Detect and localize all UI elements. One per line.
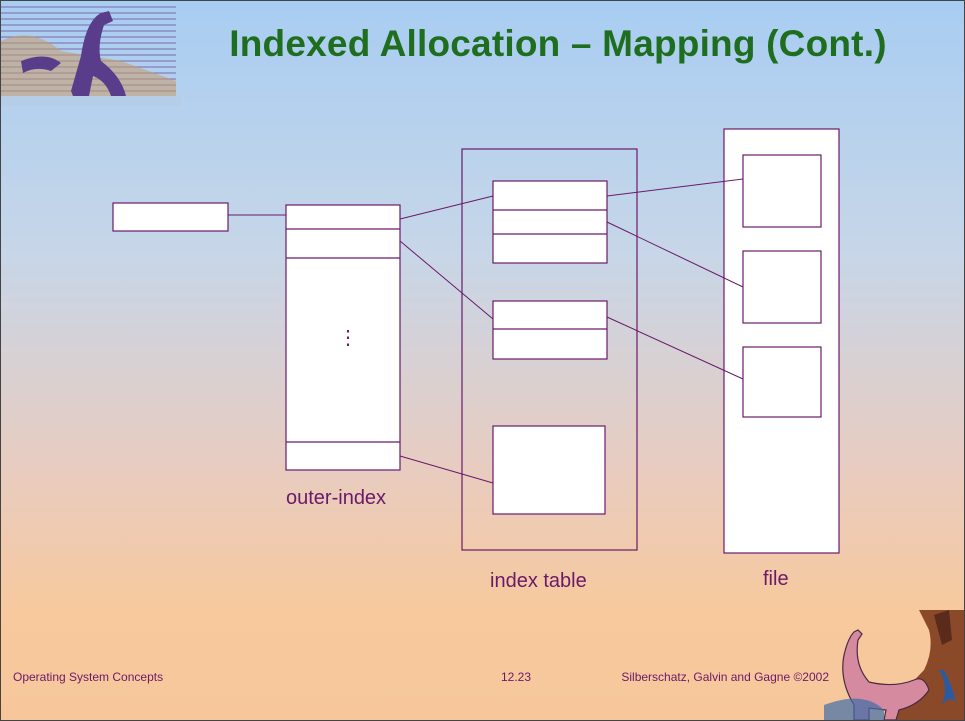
connector	[399, 455, 494, 484]
index-block-2	[492, 300, 608, 360]
dinosaur-logo-icon	[1, 6, 181, 106]
index-pointer-box	[112, 202, 229, 232]
connector	[399, 240, 494, 320]
index-table-frame	[461, 148, 638, 551]
file-label: file	[763, 568, 789, 590]
outer-index-ellipsis: ⋮	[338, 327, 358, 349]
connector	[606, 178, 744, 197]
dinosaur-mascot-icon	[824, 610, 964, 720]
slide-title: Indexed Allocation – Mapping (Cont.)	[229, 23, 887, 64]
file-block-2	[742, 250, 822, 324]
index-block-3	[492, 425, 606, 515]
outer-index-block	[285, 204, 401, 471]
footer-book-title: Operating System Concepts	[13, 670, 164, 684]
footer-authors: Silberschatz, Galvin and Gagne ©2002	[621, 670, 829, 684]
file-block-3	[742, 346, 822, 418]
outer-index-label: outer-index	[286, 487, 386, 509]
index-block-1	[492, 180, 608, 264]
footer-slide-number: 12.23	[501, 670, 532, 684]
index-table-label: index table	[490, 570, 587, 592]
file-block-1	[742, 154, 822, 228]
connector	[606, 221, 744, 288]
connector	[399, 195, 494, 220]
connector	[606, 316, 744, 380]
